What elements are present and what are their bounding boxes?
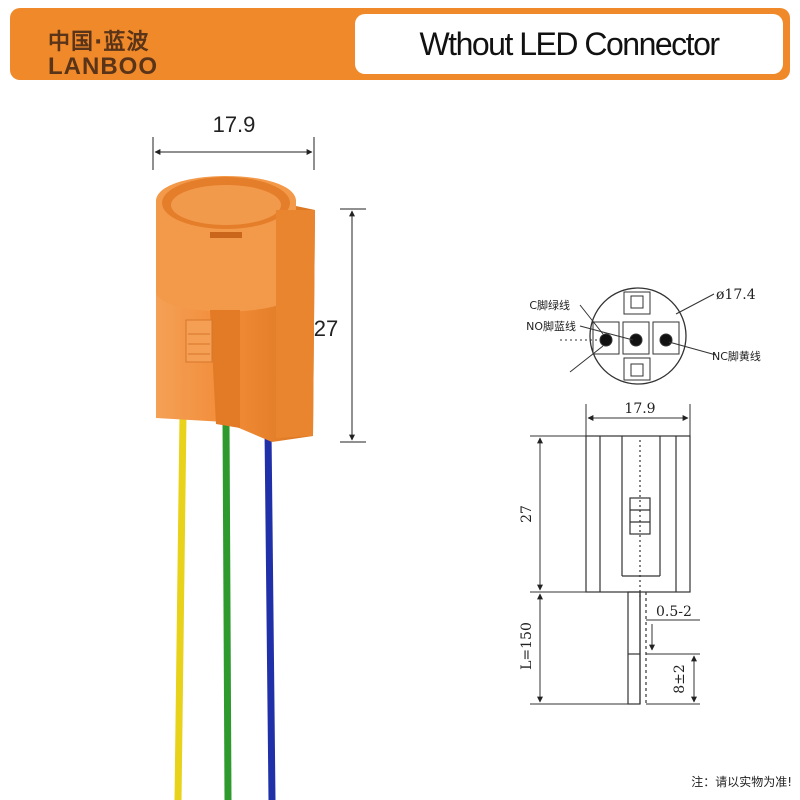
strip-dimension [646, 653, 700, 705]
footnote: 注：请以实物为准! [691, 775, 792, 789]
connector-photo: 17.9 27 [152, 112, 366, 800]
side-view [585, 435, 691, 705]
diameter-label: ø17.4 [716, 287, 756, 303]
wire-dimension [646, 619, 700, 651]
photo-width-label: 17.9 [213, 112, 256, 137]
side-width-label: 17.9 [624, 401, 655, 417]
connector-body [156, 176, 315, 442]
technical-drawing: C脚绿线 NO脚蓝线 NC脚黄线 ø17.4 17.9 [519, 287, 761, 705]
photo-width-dimension: 17.9 [152, 112, 315, 170]
logo-english: LANBOO [48, 53, 158, 80]
length-label: L=150 [519, 622, 535, 670]
side-height-dimension [530, 435, 586, 593]
side-width-dimension [585, 404, 691, 436]
yellow-wire [174, 414, 187, 800]
strip-dim-label: 8±2 [672, 664, 688, 694]
green-wire [222, 419, 232, 800]
side-height-label: 27 [519, 505, 535, 523]
pin-nc-label: NC脚黄线 [712, 349, 761, 363]
wire-dim-label: 0.5-2 [656, 604, 692, 620]
title-box: Wthout LED Connector [355, 14, 783, 74]
page-title: Wthout LED Connector [419, 25, 720, 62]
top-view [560, 287, 717, 385]
blue-wire [264, 429, 276, 800]
header-banner: 中国·蓝波 LANBOO Wthout LED Connector [10, 8, 790, 80]
pin-c-label: C脚绿线 [529, 298, 570, 312]
photo-height-dimension: 27 [314, 208, 366, 443]
photo-height-label: 27 [314, 316, 338, 341]
logo-chinese: 中国·蓝波 [48, 30, 150, 55]
length-dimension [530, 593, 628, 705]
wires [174, 414, 276, 800]
pin-no-label: NO脚蓝线 [526, 319, 576, 333]
